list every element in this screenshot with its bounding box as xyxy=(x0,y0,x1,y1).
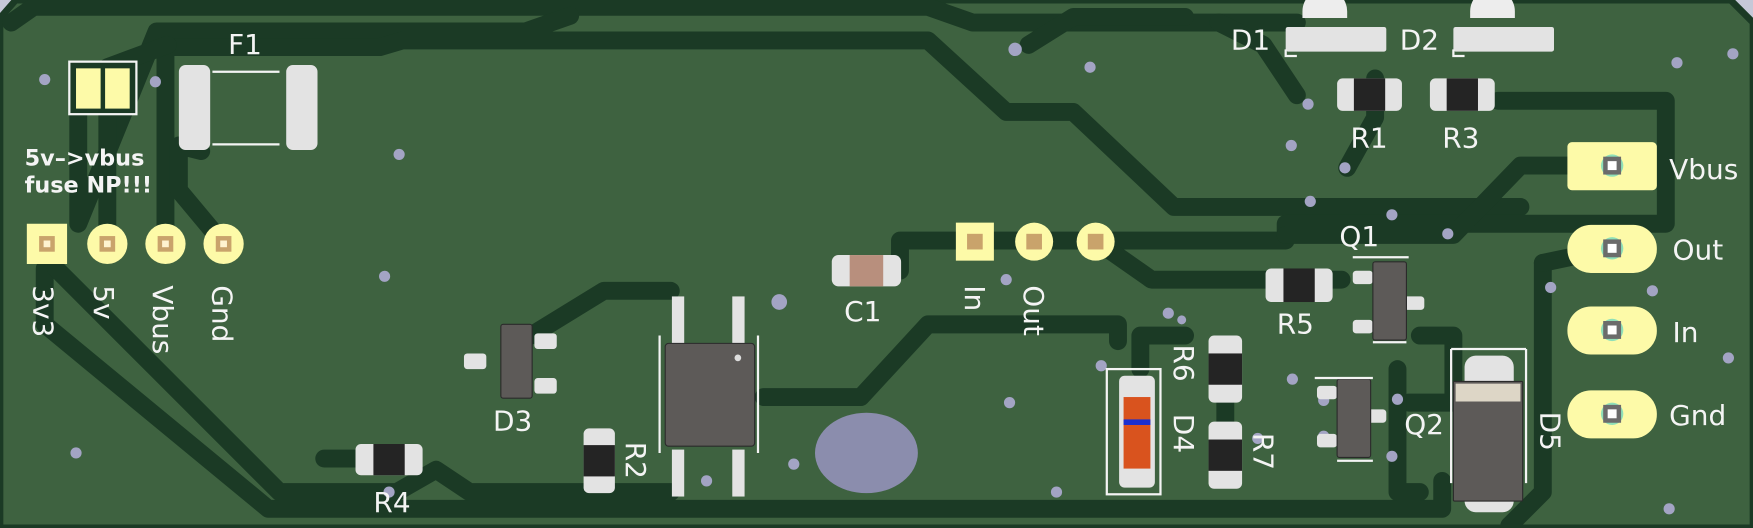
designator-q2: Q2 xyxy=(1404,408,1444,441)
resistor-r6 xyxy=(1208,335,1243,403)
designator-d1: D1 xyxy=(1231,23,1270,56)
optocoupler-ic xyxy=(658,296,760,497)
label-out-right: Out xyxy=(1673,234,1724,267)
label-vbus-left: Vbus xyxy=(146,285,179,354)
designator-r3: R3 xyxy=(1442,122,1479,155)
vias xyxy=(39,42,1739,515)
label-in-right: In xyxy=(1673,316,1699,349)
label-gnd-left: Gnd xyxy=(205,285,238,342)
resistor-r1 xyxy=(1337,78,1402,111)
designator-r4: R4 xyxy=(373,486,410,519)
designator-d5: D5 xyxy=(1534,412,1567,451)
resistor-r4 xyxy=(355,443,423,476)
resistor-r3 xyxy=(1429,78,1495,111)
designator-q1: Q1 xyxy=(1339,220,1379,253)
jumper-note-line2: fuse NP!!! xyxy=(25,172,153,198)
mounting-hole xyxy=(815,412,918,494)
label-vbus-right: Vbus xyxy=(1669,153,1738,186)
solder-jumper xyxy=(68,60,138,116)
designator-d4: D4 xyxy=(1167,414,1200,453)
designator-d2: D2 xyxy=(1400,23,1439,56)
mid-pin-header xyxy=(955,222,1115,261)
label-in-mid: In xyxy=(958,285,991,311)
diode-d3 xyxy=(463,323,557,399)
capacitor-c1 xyxy=(831,255,902,287)
designator-r1: R1 xyxy=(1351,122,1388,155)
diode-d5 xyxy=(1450,347,1528,513)
jumper-note-line1: 5v–>vbus xyxy=(25,146,145,172)
designator-r2: R2 xyxy=(619,442,652,479)
designator-c1: C1 xyxy=(844,295,881,328)
led-d1 xyxy=(1284,0,1387,58)
designator-r6: R6 xyxy=(1167,344,1200,381)
designator-d3: D3 xyxy=(493,405,532,438)
resistor-r2 xyxy=(583,428,615,494)
left-pin-header xyxy=(26,223,244,264)
label-gnd-right: Gnd xyxy=(1669,399,1726,432)
designator-f1: F1 xyxy=(228,28,262,61)
led-d2 xyxy=(1452,0,1554,58)
resistor-r7 xyxy=(1208,421,1243,489)
designator-r5: R5 xyxy=(1277,307,1314,340)
diode-d4 xyxy=(1105,367,1162,496)
right-connector-pads xyxy=(1567,142,1657,439)
label-3v3: 3v3 xyxy=(27,285,60,337)
transistor-q1 xyxy=(1352,256,1425,344)
transistor-q2 xyxy=(1314,376,1387,462)
label-5v: 5v xyxy=(87,285,120,319)
label-out-mid: Out xyxy=(1017,285,1050,336)
resistor-r5 xyxy=(1265,268,1333,303)
designator-r7: R7 xyxy=(1246,433,1279,470)
fuse-f1 xyxy=(178,64,318,150)
